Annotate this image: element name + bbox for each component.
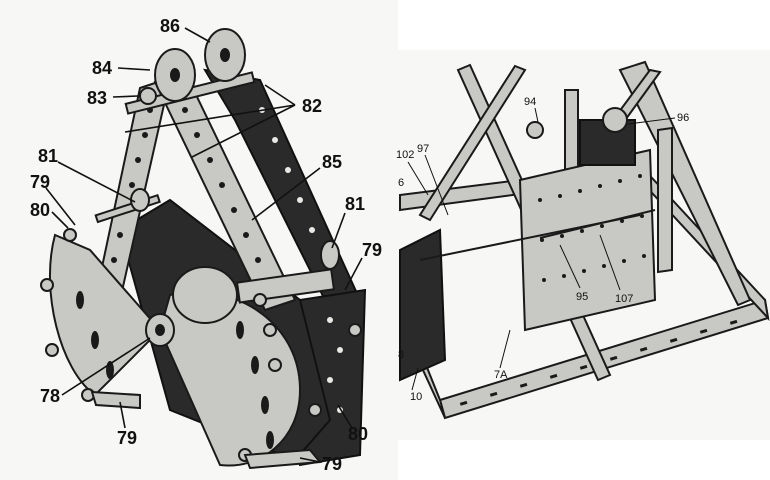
bush-left — [130, 188, 150, 212]
callout-107: 107 — [615, 293, 633, 305]
collar-83 — [139, 87, 157, 105]
callout-7a: 7A — [494, 369, 508, 381]
bottom-bracket-left — [90, 390, 141, 410]
callout-79-bottom-right: 79 — [322, 454, 342, 474]
callout-94: 94 — [524, 96, 536, 108]
callout-8: 8 — [398, 349, 404, 361]
callout-6: 6 — [398, 177, 404, 189]
callout-10: 10 — [410, 391, 422, 403]
left-figure: 86 84 83 82 81 79 80 85 81 79 78 79 80 7… — [30, 16, 383, 474]
bolts — [40, 228, 362, 462]
callout-85: 85 — [322, 152, 342, 172]
right-leaders — [407, 107, 676, 391]
callout-81-right: 81 — [345, 194, 365, 214]
rod-107 — [539, 209, 656, 239]
callout-79-bottom-left: 79 — [117, 428, 137, 448]
callout-97: 97 — [417, 143, 429, 155]
callout-102: 102 — [396, 149, 414, 161]
front-girder-slots — [459, 319, 738, 406]
vertical-strip-right — [657, 126, 673, 274]
lower-pulley — [172, 266, 238, 324]
callout-80-bottom: 80 — [348, 424, 368, 444]
callout-81-top: 81 — [38, 146, 58, 166]
callout-96: 96 — [677, 112, 689, 124]
callout-79-right: 79 — [362, 240, 382, 260]
flanged-plate-holes — [538, 174, 646, 282]
plate-slots — [76, 291, 274, 449]
callout-86: 86 — [160, 16, 180, 36]
mesh-plate — [399, 228, 447, 382]
left-leaders — [45, 27, 363, 463]
callout-80-top: 80 — [30, 200, 50, 220]
cross-strip-b — [418, 64, 527, 222]
callout-79-top: 79 — [30, 172, 50, 192]
callout-82: 82 — [302, 96, 322, 116]
motor-pulley-96 — [602, 107, 628, 133]
gear-94 — [526, 121, 544, 139]
callout-83: 83 — [87, 88, 107, 108]
callout-78: 78 — [40, 386, 60, 406]
callout-95: 95 — [576, 291, 588, 303]
right-figure: 94 96 102 97 95 107 7A 10 8 6 — [396, 50, 770, 440]
cross-strip-c — [618, 60, 752, 307]
callout-84: 84 — [92, 58, 112, 78]
bush-right — [320, 240, 340, 270]
strip-holes — [111, 107, 273, 288]
